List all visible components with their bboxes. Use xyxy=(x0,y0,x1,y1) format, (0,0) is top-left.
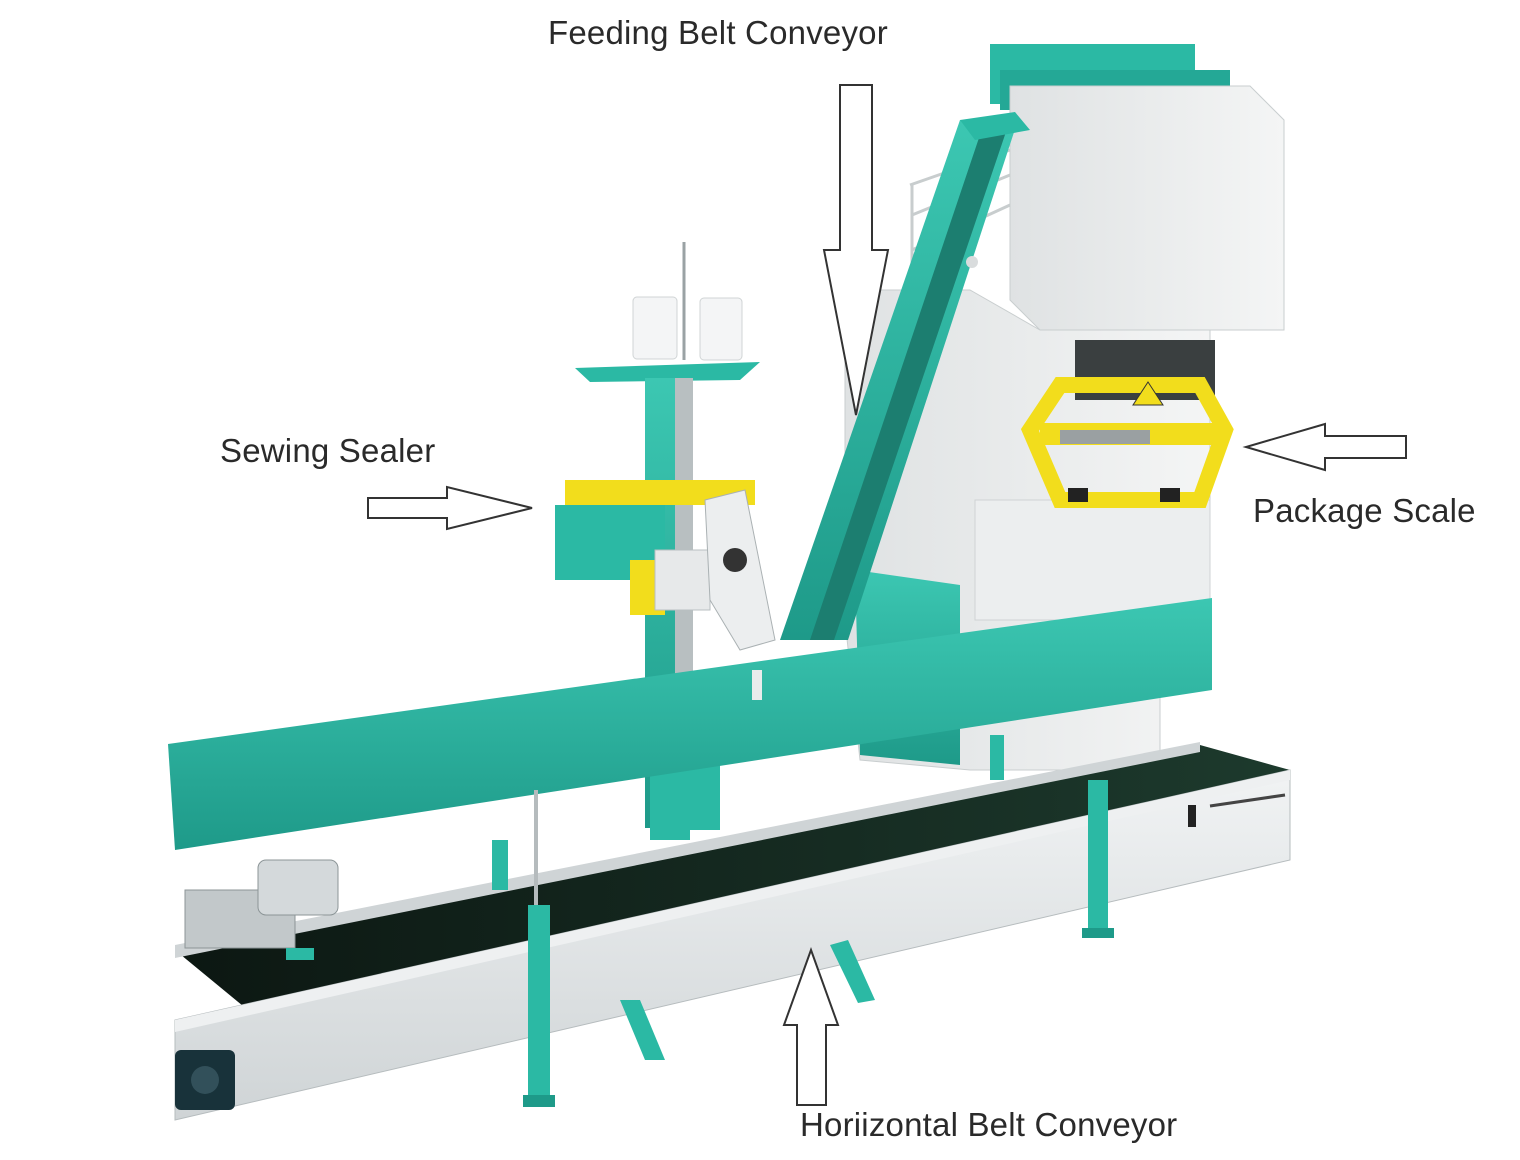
feeding-belt-conveyor-label: Feeding Belt Conveyor xyxy=(548,14,888,51)
sewing-arrow xyxy=(367,485,533,531)
feeding-belt-conveyor-machine xyxy=(780,112,1030,640)
package-scale-label: Package Scale xyxy=(1253,492,1476,529)
horizontal-belt-conveyor-label: Horiizontal Belt Conveyor xyxy=(800,1106,1178,1143)
sewing-sealer-machine xyxy=(555,242,776,840)
conveyor-legs xyxy=(492,735,1114,1107)
package-scale-clamp xyxy=(1020,377,1234,508)
feeding-arrow xyxy=(822,84,890,416)
horizontal-arrow xyxy=(782,947,840,1106)
sewing-sealer-label: Sewing Sealer xyxy=(220,432,436,469)
teal-guide-rail xyxy=(168,598,1212,850)
package-arrow xyxy=(1242,422,1407,472)
horizontal-belt-conveyor-machine xyxy=(174,742,1291,1121)
